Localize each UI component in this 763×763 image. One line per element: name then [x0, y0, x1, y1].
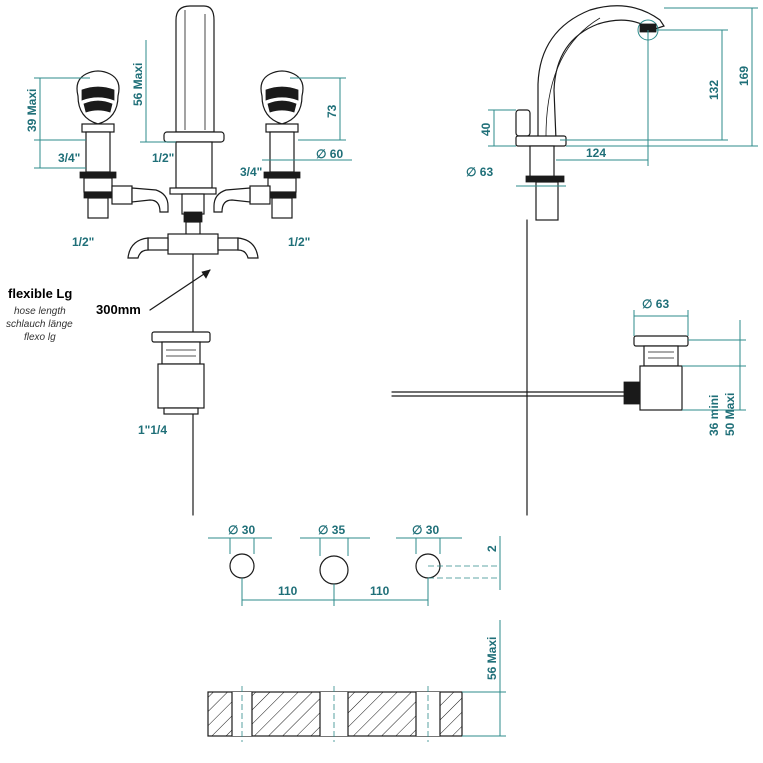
hose-subtitle-de: schlauch länge: [6, 319, 73, 330]
spout-outlet-height-label: 132: [707, 80, 721, 100]
thread-left-bottom-label: 1/2": [72, 235, 94, 249]
base-diameter-label: ∅ 63: [466, 165, 493, 179]
hose-subtitle-fr: flexo lg: [24, 332, 56, 343]
side-view: 169 132 124 40 ∅ 63 ∅ 63 36 mini 50 Maxi: [391, 5, 758, 516]
deck-thickness-label: 56 Maxi: [485, 637, 499, 680]
front-view: 39 Maxi 56 Maxi 73 ∅ 60 3/4" 1/2" 3/4" 1…: [6, 5, 352, 516]
hose-length-label: 300mm: [96, 302, 141, 317]
handle-diameter-label: ∅ 60: [316, 147, 343, 161]
thread-right-bottom-label: 1/2": [288, 235, 310, 249]
spout-side: [515, 5, 665, 516]
spout-front: [163, 5, 225, 516]
spacing-left-label: 110: [278, 584, 298, 598]
handle-left: [76, 70, 169, 219]
hole-plan: ∅ 30 ∅ 35 ∅ 30 110 110 2: [208, 523, 501, 606]
handle-right-height-label: 73: [325, 104, 339, 118]
side-dimensions: [488, 7, 758, 411]
handle-right: [213, 70, 304, 219]
waste-diameter-label: ∅ 63: [642, 297, 669, 311]
hose-title: flexible Lg: [8, 286, 72, 301]
spout-height-label: 56 Maxi: [131, 63, 145, 106]
deck-section: 56 Maxi: [207, 620, 506, 742]
waste-height-min-label: 36 mini: [707, 395, 721, 436]
hole-left-label: ∅ 30: [228, 523, 255, 537]
thread-left-top-label: 3/4": [58, 151, 80, 165]
thread-spout-label: 1/2": [152, 151, 174, 165]
hole-right-label: ∅ 30: [412, 523, 439, 537]
spout-reach-label: 124: [586, 146, 606, 160]
waste-thread-label: 1"1/4: [138, 423, 167, 437]
hole-center-label: ∅ 35: [318, 523, 345, 537]
front-dimensions: [34, 40, 352, 169]
waste-side: [391, 335, 689, 411]
hose-subtitle-en: hose length: [14, 306, 66, 317]
waste-front: [151, 331, 211, 415]
spout-height-total-label: 169: [737, 66, 751, 86]
thread-right-top-label: 3/4": [240, 165, 262, 179]
base-height-label: 40: [479, 122, 493, 136]
offset-label: 2: [485, 545, 499, 552]
handle-left-height-label: 39 Maxi: [25, 89, 39, 132]
tee-fitting: [127, 233, 259, 259]
waste-height-max-label: 50 Maxi: [723, 393, 737, 436]
spacing-right-label: 110: [370, 584, 390, 598]
